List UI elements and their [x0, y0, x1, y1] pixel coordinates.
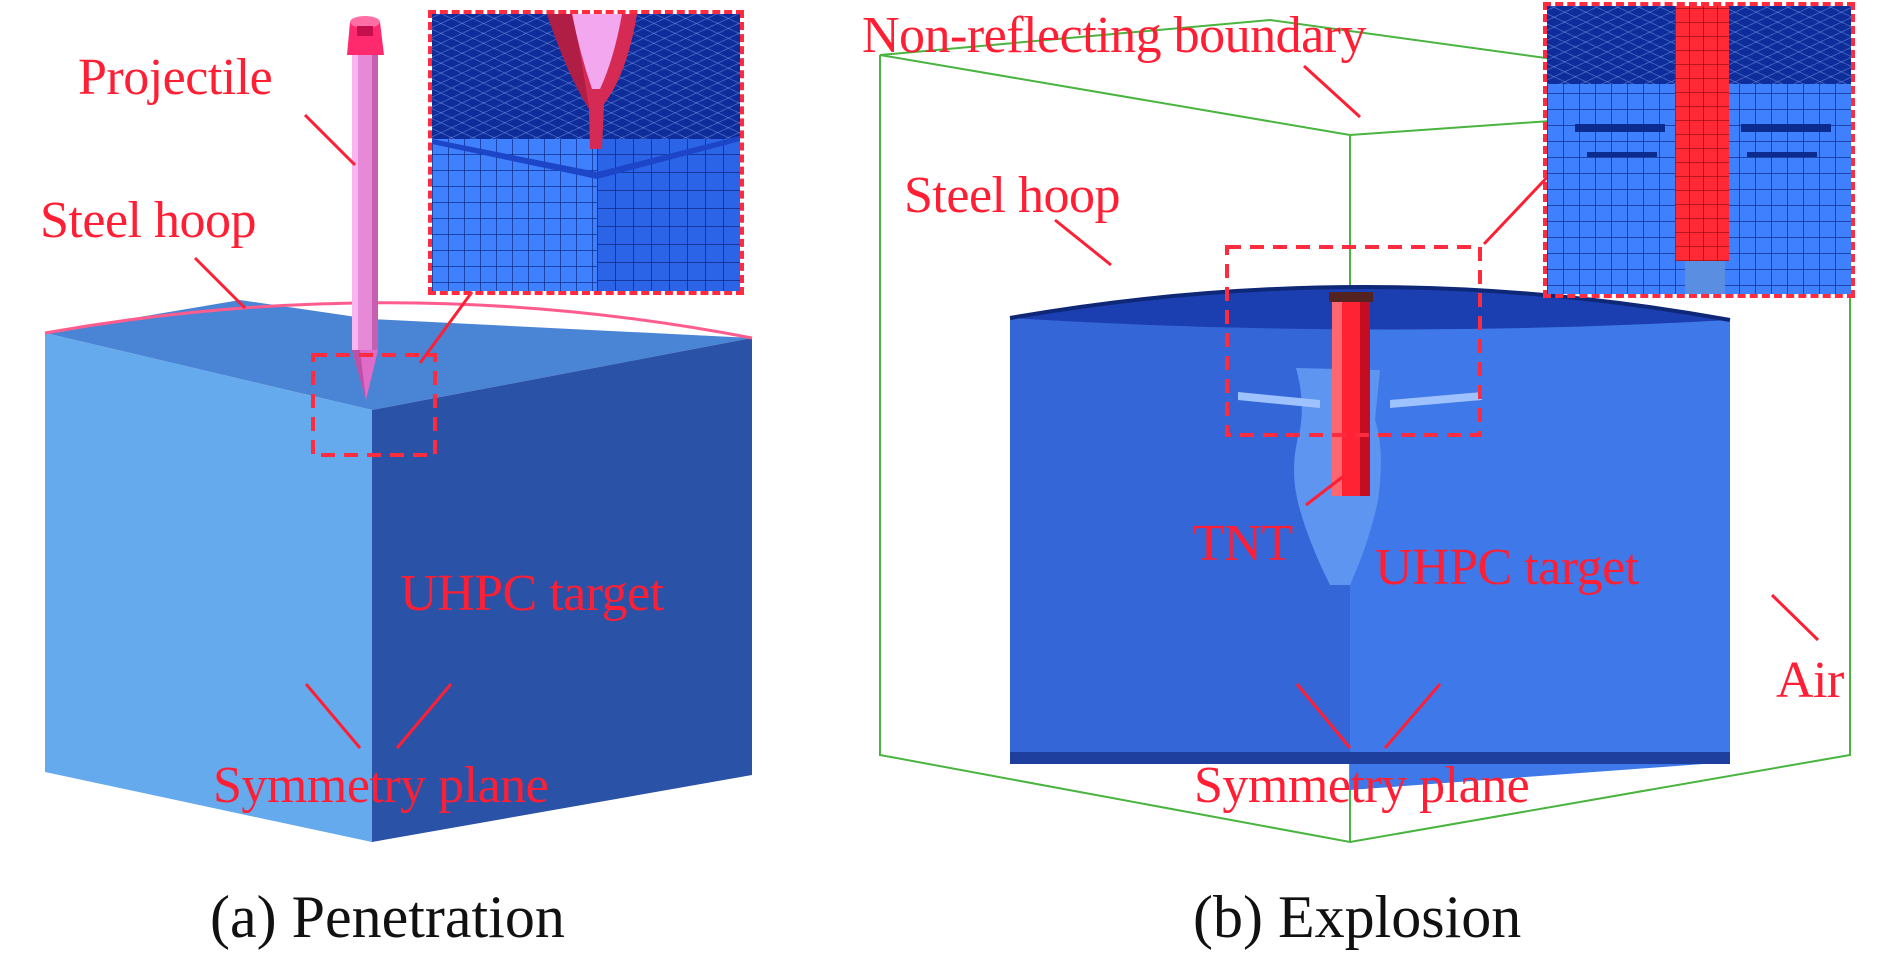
- projectile-shape: [347, 16, 384, 400]
- explosion-zoom-box: [1225, 245, 1482, 437]
- label-uhpc-target-a: UHPC target: [400, 565, 664, 622]
- penetration-inset: [428, 10, 744, 295]
- caption-a: (a) Penetration: [210, 884, 565, 950]
- target-left-face: [45, 333, 372, 842]
- target-right-face: [372, 338, 752, 842]
- label-symmetry-plane-a: Symmetry plane: [213, 757, 549, 814]
- label-steel-hoop-b: Steel hoop: [904, 167, 1120, 224]
- label-projectile: Projectile: [78, 49, 273, 106]
- label-steel-hoop-a: Steel hoop: [40, 192, 256, 249]
- explosion-inset: [1543, 2, 1855, 298]
- steel-hoop-rim: [44, 301, 753, 340]
- caption-b: (b) Explosion: [1193, 884, 1522, 950]
- label-air: Air: [1776, 652, 1844, 709]
- penetration-zoom-box: [311, 353, 437, 457]
- tnt-charge: [1329, 292, 1373, 496]
- label-uhpc-target-b: UHPC target: [1375, 539, 1639, 596]
- target-top-face: [45, 300, 752, 410]
- label-tnt: TNT: [1193, 515, 1293, 572]
- label-symmetry-plane-b: Symmetry plane: [1194, 757, 1530, 814]
- label-non-reflecting-boundary: Non-reflecting boundary: [862, 7, 1366, 64]
